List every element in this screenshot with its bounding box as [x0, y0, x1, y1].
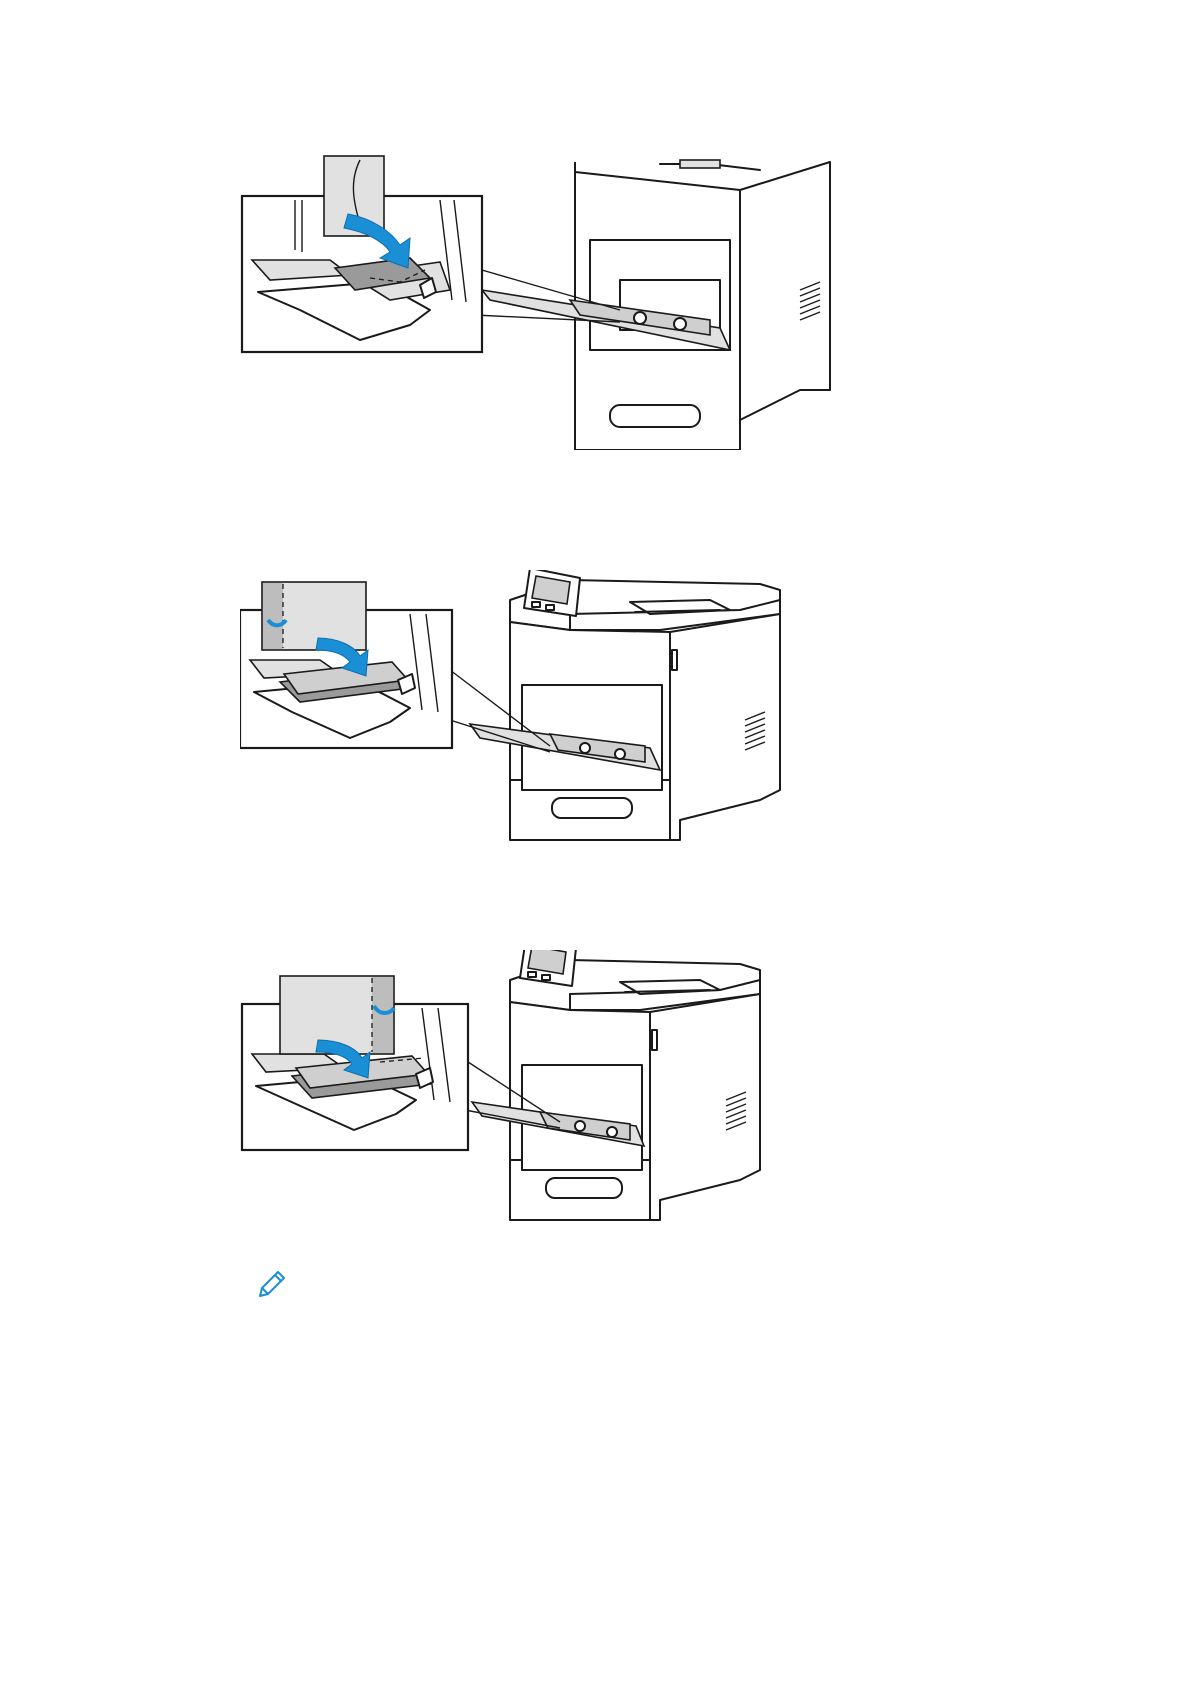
- illustration-load-envelope-3: [240, 950, 920, 1250]
- envelope: [262, 582, 366, 650]
- printer-illustration: [482, 160, 830, 450]
- illustration-load-envelope-2: [240, 570, 920, 890]
- printer-illustration: [472, 950, 760, 1220]
- printer-illustration: [470, 570, 780, 840]
- illustration-load-envelope-1: [240, 150, 920, 450]
- pencil-icon: [256, 1268, 288, 1300]
